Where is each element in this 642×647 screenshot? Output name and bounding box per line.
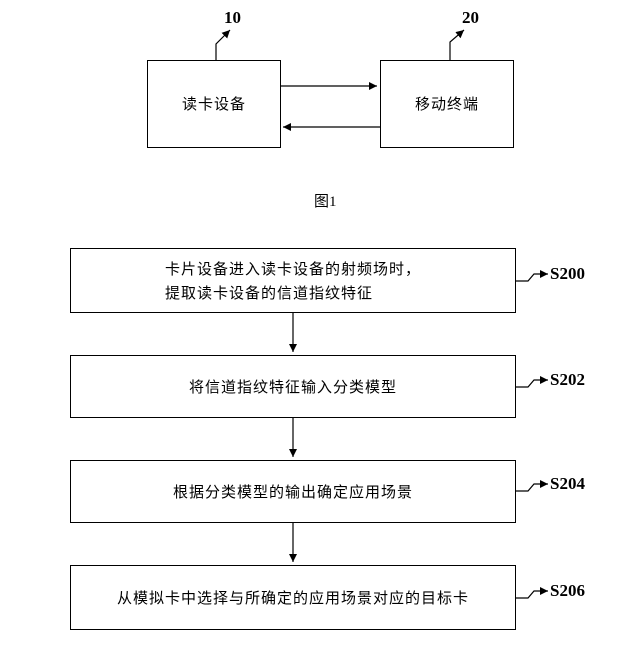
step-leader-s202: [516, 376, 548, 388]
mobile-terminal-box: 移动终端: [380, 60, 514, 148]
mobile-terminal-label: 移动终端: [414, 95, 479, 113]
step-box-s200: 卡片设备进入读卡设备的射频场时， 提取读卡设备的信道指纹特征: [70, 248, 516, 313]
ref-label-10: 10: [224, 8, 241, 27]
step-box-s204: 根据分类模型的输出确定应用场景: [70, 460, 516, 523]
step-tag-s204: S204: [550, 474, 585, 493]
step-box-s202: 将信道指纹特征输入分类模型: [70, 355, 516, 418]
step-tag-s202: S202: [550, 370, 585, 389]
step-leader-s200: [516, 270, 548, 282]
step-s204-text: 根据分类模型的输出确定应用场景: [172, 482, 413, 501]
step-s202-text: 将信道指纹特征输入分类模型: [188, 377, 397, 396]
step-s206-text: 从模拟卡中选择与所确定的应用场景对应的目标卡: [116, 588, 469, 607]
step-s200-line-2: 提取读卡设备的信道指纹特征: [164, 283, 373, 302]
step-tag-s200: S200: [550, 264, 585, 283]
step-tag-s206: S206: [550, 581, 585, 600]
step-s200-line-1: 卡片设备进入读卡设备的射频场时，: [164, 259, 421, 278]
step-box-s206: 从模拟卡中选择与所确定的应用场景对应的目标卡: [70, 565, 516, 630]
ref-leader-20: [449, 29, 465, 60]
card-reader-box: 读卡设备: [147, 60, 281, 148]
figure-caption: 图1: [314, 194, 337, 210]
step-leader-s204: [516, 480, 548, 492]
step-leader-s206: [516, 587, 548, 599]
ref-leader-10: [215, 29, 231, 60]
ref-label-20: 20: [462, 8, 479, 27]
card-reader-label: 读卡设备: [181, 95, 246, 113]
